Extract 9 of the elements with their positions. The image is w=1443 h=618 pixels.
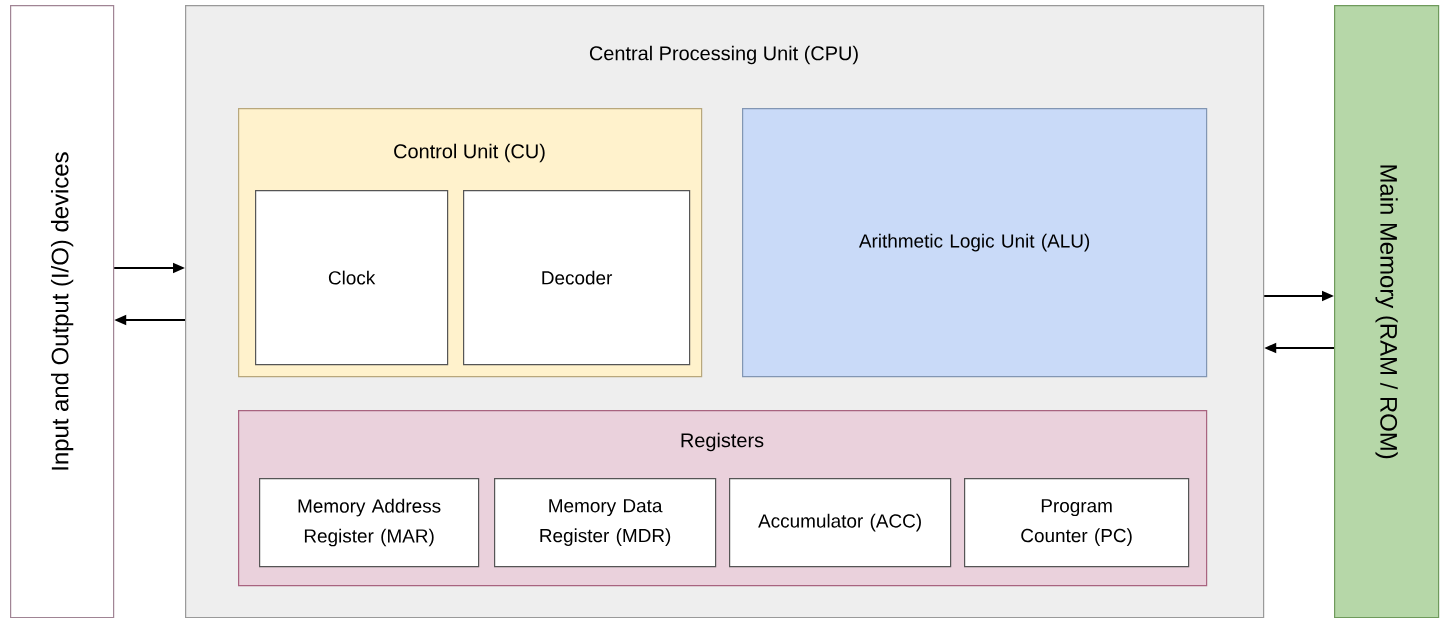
register-box: Memory Data Register (MDR) [494, 478, 717, 568]
component-box: Decoder [463, 190, 691, 366]
alu-box: Arithmetic Logic Unit (ALU) [742, 108, 1208, 378]
device-box: Input and Output (I/O) devices [10, 5, 115, 618]
register-box: Accumulator (ACC) [729, 478, 952, 568]
memory-box: Main Memory (RAM / ROM) [1334, 5, 1440, 618]
component-box: Clock [255, 190, 449, 366]
register-box: Program Counter (PC) [964, 478, 1190, 568]
register-box: Memory Address Register (MAR) [259, 478, 480, 568]
